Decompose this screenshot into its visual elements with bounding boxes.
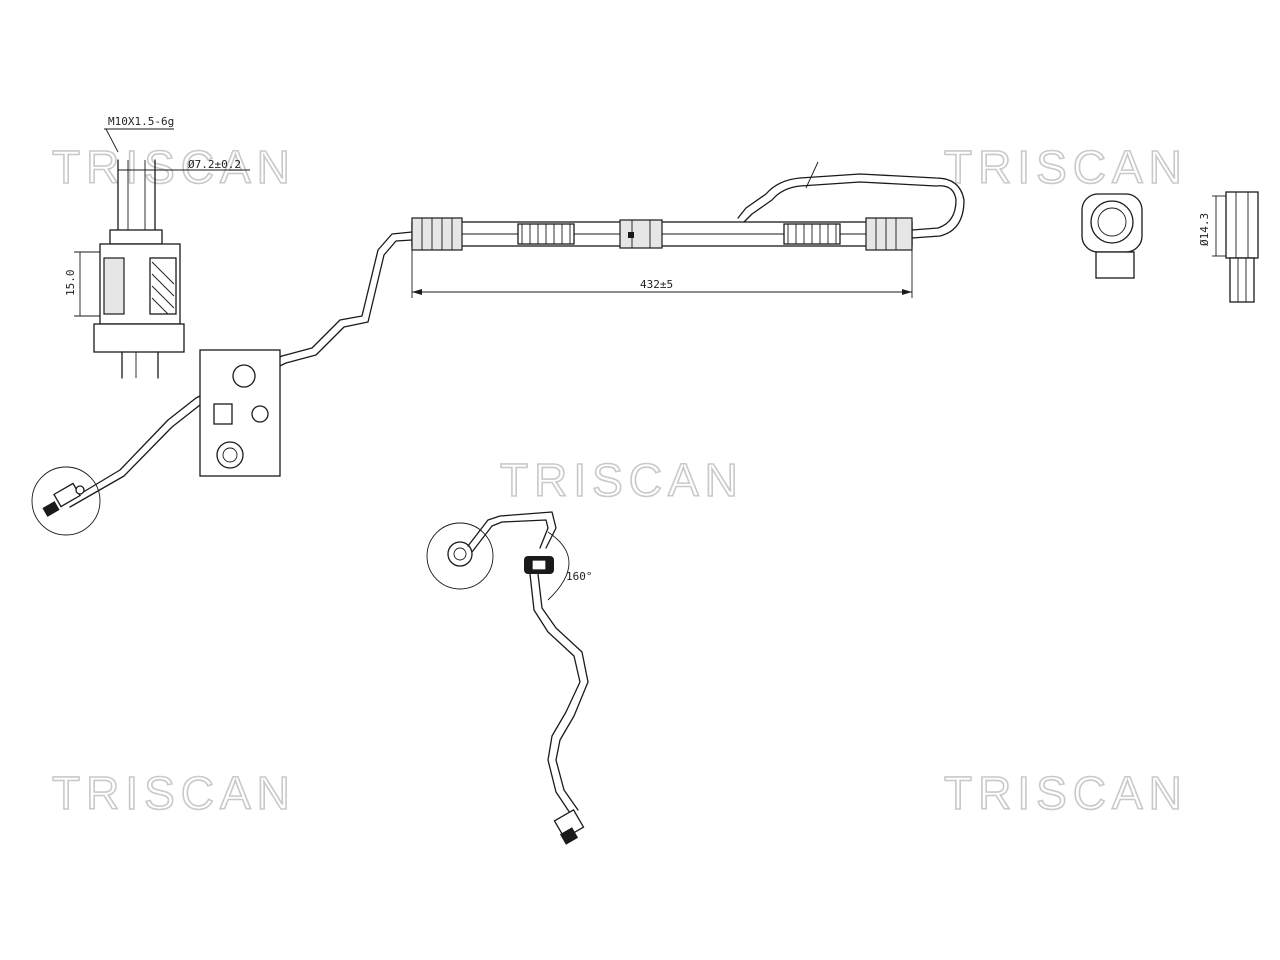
watermark-top-left: TRISCAN: [52, 141, 296, 193]
banjo-fitting-detail: Ø14.3: [1081, 191, 1259, 303]
thread-spec-label: M10X1.5-6g: [108, 115, 174, 128]
watermark-top-right: TRISCAN: [944, 141, 1188, 193]
end-fitting-detail-circle: [31, 466, 101, 536]
fitting-diameter-label: Ø7.2±0.2: [188, 158, 241, 171]
watermark-bottom-left: TRISCAN: [52, 767, 296, 819]
hose-length-label: 432±5: [640, 278, 673, 291]
watermark-center: TRISCAN: [500, 454, 744, 506]
fitting-length-label: 15.0: [64, 270, 77, 297]
rotation-angle-label: 160°: [566, 570, 593, 583]
banjo-bore-label: Ø14.3: [1198, 213, 1211, 246]
hose-assembly-side-view: 160°: [426, 511, 593, 845]
hose-assembly-main-view: 432±5: [31, 161, 965, 536]
watermark-bottom-right: TRISCAN: [944, 767, 1188, 819]
banjo-detail-circle: [426, 522, 494, 590]
fitting-detail-view: M10X1.5-6g Ø7.2±0.2 15.0: [64, 115, 250, 379]
